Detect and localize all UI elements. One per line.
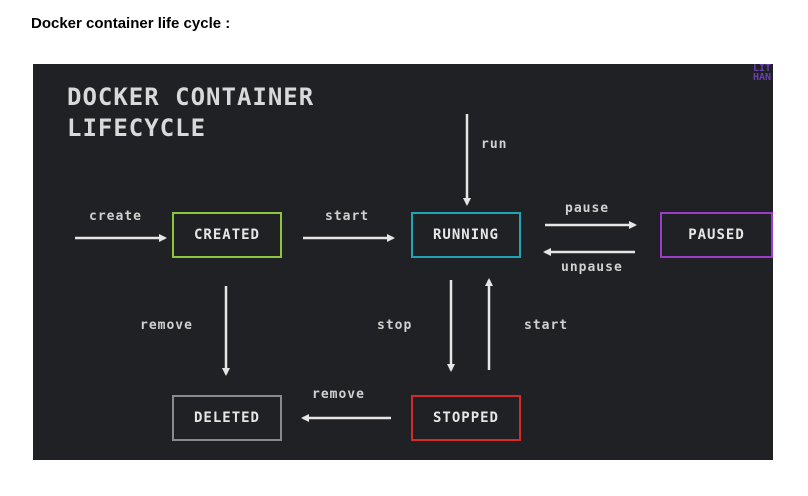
watermark-logo: LIT HAN [752,64,771,83]
label-start-stopped: start [524,318,569,333]
label-remove-created: remove [140,318,193,333]
diagram-title-line-1: DOCKER CONTAINER [67,83,315,111]
label-start: start [325,209,370,224]
label-unpause: unpause [561,260,623,275]
label-run: run [481,137,508,152]
state-deleted: DELETED [172,395,282,441]
page-heading: Docker container life cycle : [31,15,231,32]
diagram-title: DOCKER CONTAINER LIFECYCLE [67,82,314,144]
state-paused: PAUSED [660,212,773,258]
label-pause: pause [565,201,610,216]
lifecycle-diagram: DOCKER CONTAINER LIFECYCLE LIT HAN CREAT… [33,64,773,460]
label-remove-stopped: remove [312,387,365,402]
state-stopped: STOPPED [411,395,521,441]
transition-arrows [75,114,637,422]
label-create: create [89,209,142,224]
state-running: RUNNING [411,212,521,258]
diagram-title-line-2: LIFECYCLE [67,114,207,142]
state-created: CREATED [172,212,282,258]
label-stop: stop [377,318,413,333]
